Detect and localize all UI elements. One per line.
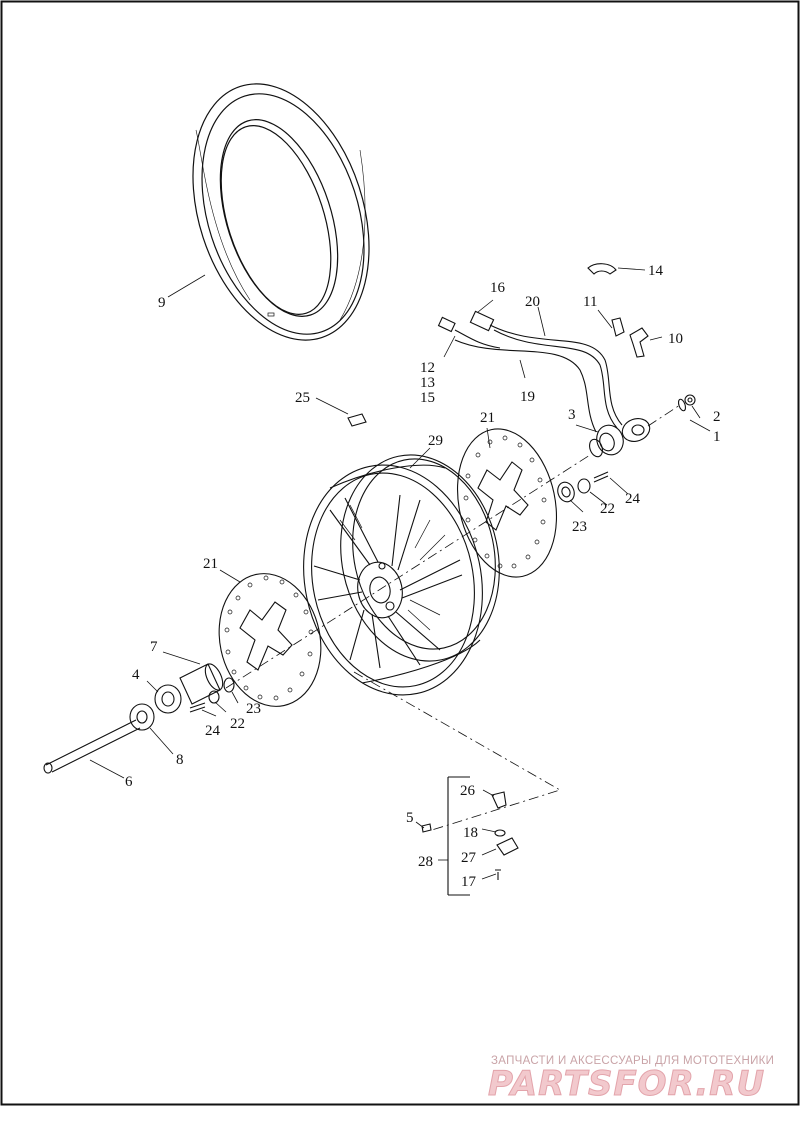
callout-5: 5 [406, 810, 414, 826]
callout-25: 25 [295, 390, 310, 406]
callout-26: 26 [460, 783, 476, 799]
valve-stem-group [421, 776, 519, 896]
callout-21-upper: 21 [480, 410, 495, 426]
watermark-logo: PARTSFOR.RU [488, 1064, 765, 1104]
callout-22-lower: 22 [230, 716, 245, 732]
callout-14: 14 [648, 263, 664, 279]
callout-20: 20 [525, 294, 540, 310]
callout-8: 8 [176, 752, 184, 768]
callout-21-lower: 21 [203, 556, 218, 572]
callout-18: 18 [463, 825, 478, 841]
axle-assembly [43, 663, 235, 774]
watermark: ЗАПЧАСТИ И АКСЕССУАРЫ ДЛЯ МОТОТЕХНИКИ PA… [488, 1055, 774, 1105]
sensor-cable-parts [347, 263, 696, 503]
center-lines [225, 404, 681, 831]
callout-10: 10 [668, 331, 683, 347]
callout-2: 2 [713, 409, 721, 425]
callout-17: 17 [461, 874, 477, 890]
callout-22-upper: 22 [600, 501, 615, 517]
callout-labels: 9 14 16 20 11 10 12 13 15 19 25 2 1 3 21… [125, 263, 721, 890]
wheel-drawing [303, 454, 500, 696]
callout-1: 1 [713, 429, 721, 445]
callout-6: 6 [125, 774, 133, 790]
callout-23-upper: 23 [572, 519, 587, 535]
brake-disc-upper [456, 428, 558, 578]
tire-drawing [192, 83, 370, 341]
callout-24-upper: 24 [625, 491, 641, 507]
callout-29: 29 [428, 433, 443, 449]
callout-13: 13 [420, 375, 435, 391]
callout-9: 9 [158, 295, 166, 311]
callout-3: 3 [568, 407, 576, 423]
callout-12: 12 [420, 360, 435, 376]
callout-11: 11 [583, 294, 597, 310]
diagram-border [0, 0, 800, 1106]
watermark-tagline: ЗАПЧАСТИ И АКСЕССУАРЫ ДЛЯ МОТОТЕХНИКИ [491, 1055, 774, 1067]
callout-27: 27 [461, 850, 477, 866]
callout-19: 19 [520, 389, 535, 405]
callout-4: 4 [132, 667, 140, 683]
callout-24-lower: 24 [205, 723, 221, 739]
callout-28: 28 [418, 854, 433, 870]
brake-disc-lower [218, 573, 322, 707]
callout-16: 16 [490, 280, 506, 296]
leader-lines [89, 267, 711, 880]
callout-23-lower: 23 [246, 701, 261, 717]
callout-7: 7 [150, 639, 158, 655]
callout-15: 15 [420, 390, 435, 406]
